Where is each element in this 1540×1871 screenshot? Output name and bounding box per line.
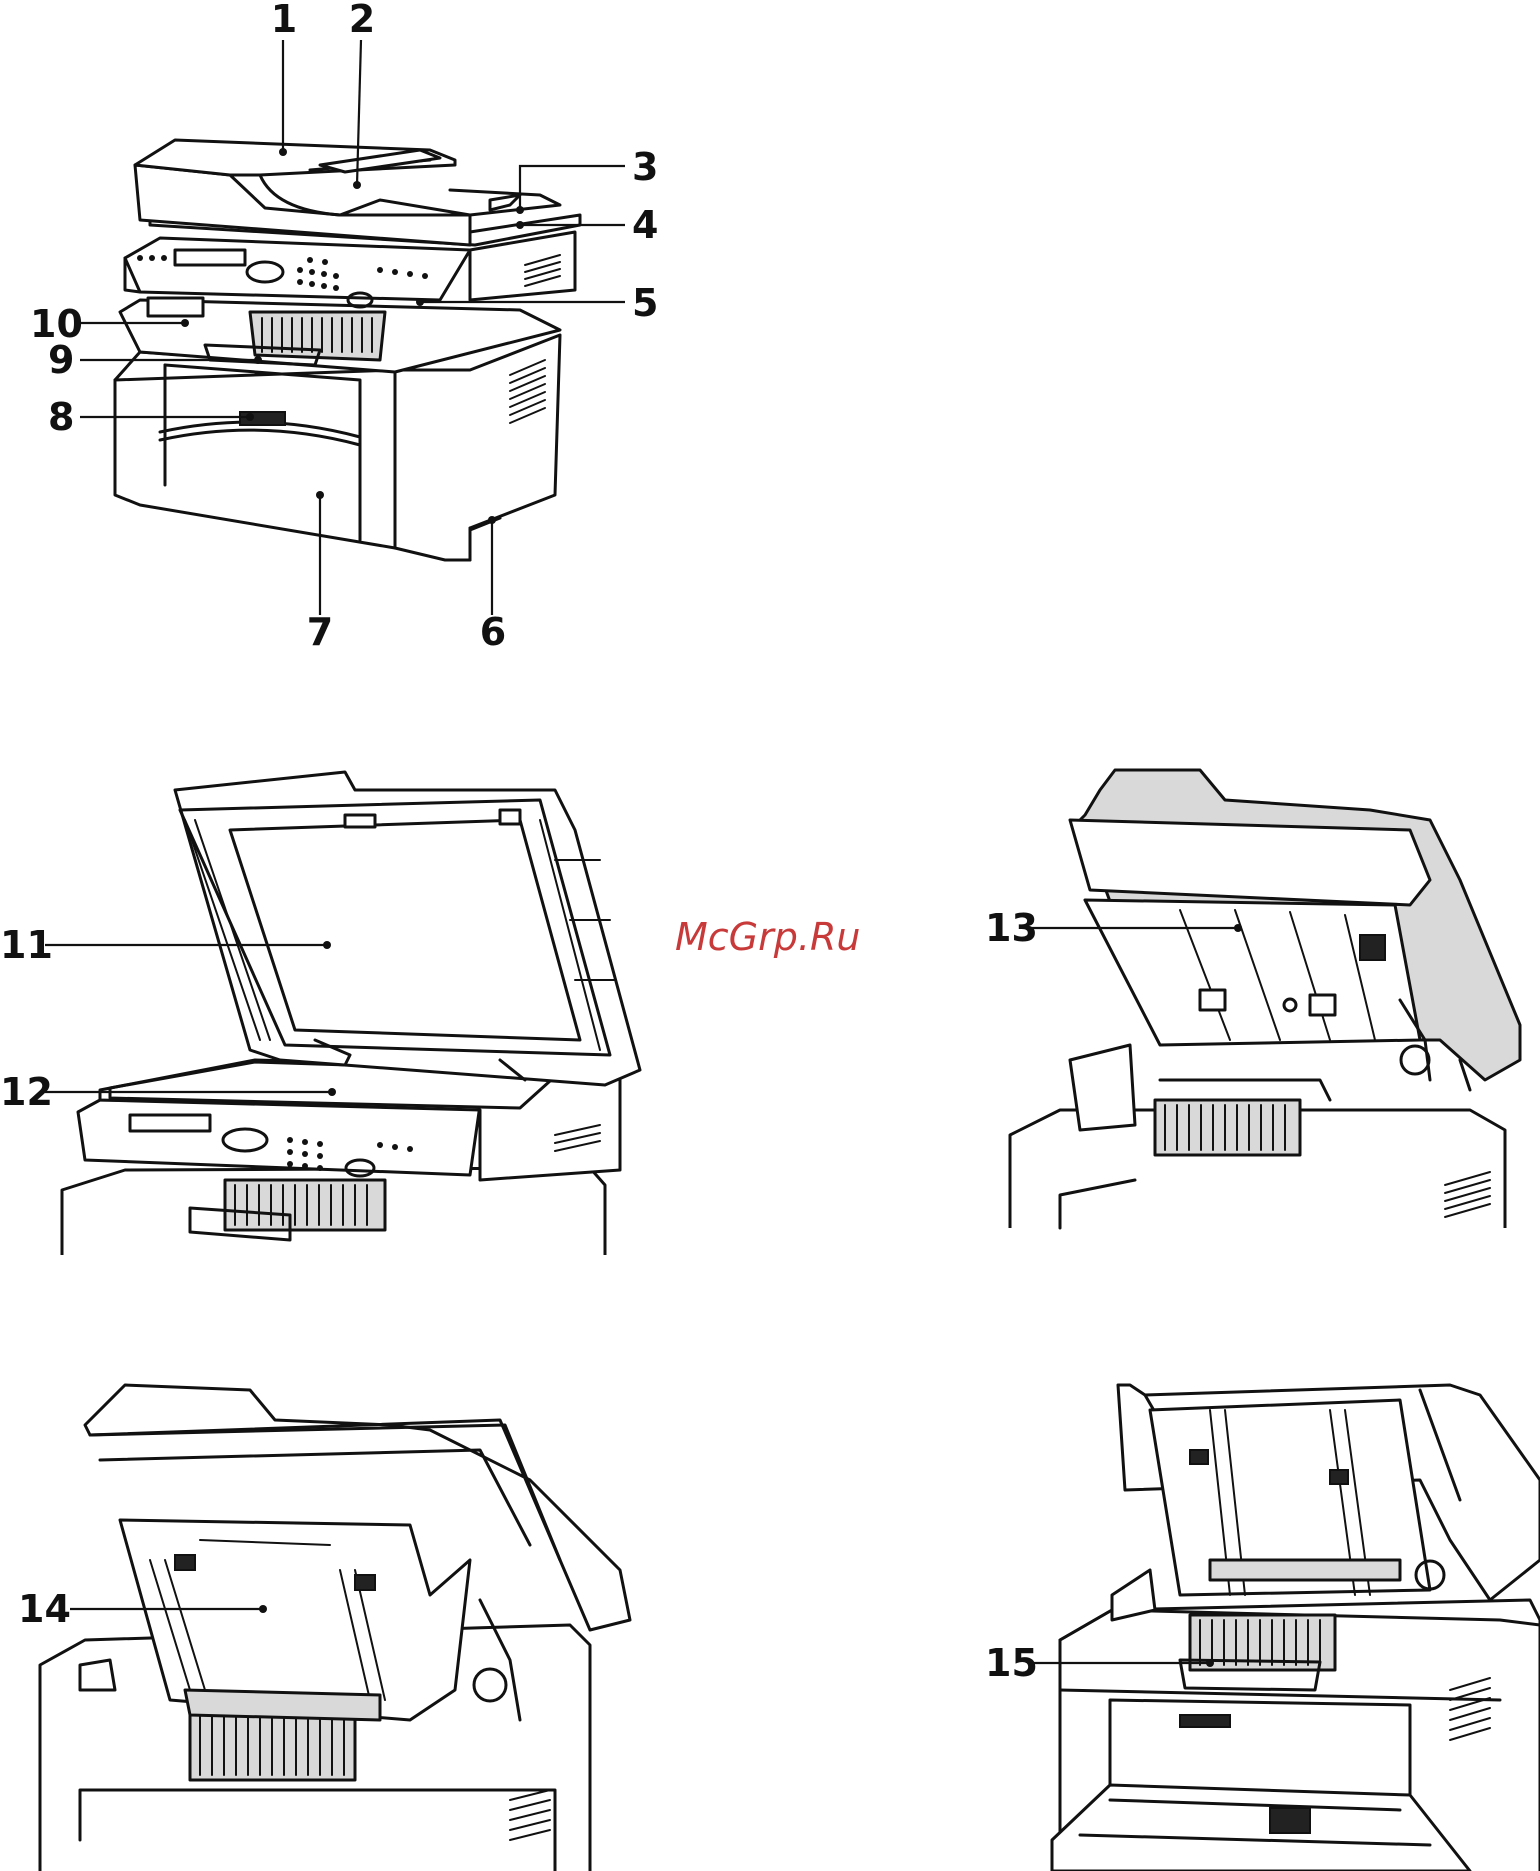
callout-12: 12: [0, 1070, 53, 1114]
callout-14: 14: [18, 1587, 71, 1631]
watermark-text: McGrp.Ru: [675, 915, 860, 959]
callout-10: 10: [30, 302, 83, 346]
callout-8: 8: [48, 395, 74, 439]
printer-tray-open-view: [1052, 1385, 1540, 1871]
printer-rear-door-view: [40, 1385, 630, 1871]
printer-inner-view: [1010, 770, 1520, 1228]
callout-1: 1: [271, 0, 297, 41]
callout-5: 5: [632, 281, 658, 325]
printer-front-view: [115, 140, 580, 560]
callout-7: 7: [307, 610, 333, 654]
callout-4: 4: [632, 203, 658, 247]
callout-11: 11: [0, 923, 53, 967]
callout-3: 3: [632, 145, 658, 189]
callout-2: 2: [349, 0, 375, 41]
printer-lid-open-view: [62, 772, 640, 1255]
callout-15: 15: [985, 1641, 1038, 1685]
callout-6: 6: [480, 610, 506, 654]
callout-13: 13: [985, 906, 1038, 950]
